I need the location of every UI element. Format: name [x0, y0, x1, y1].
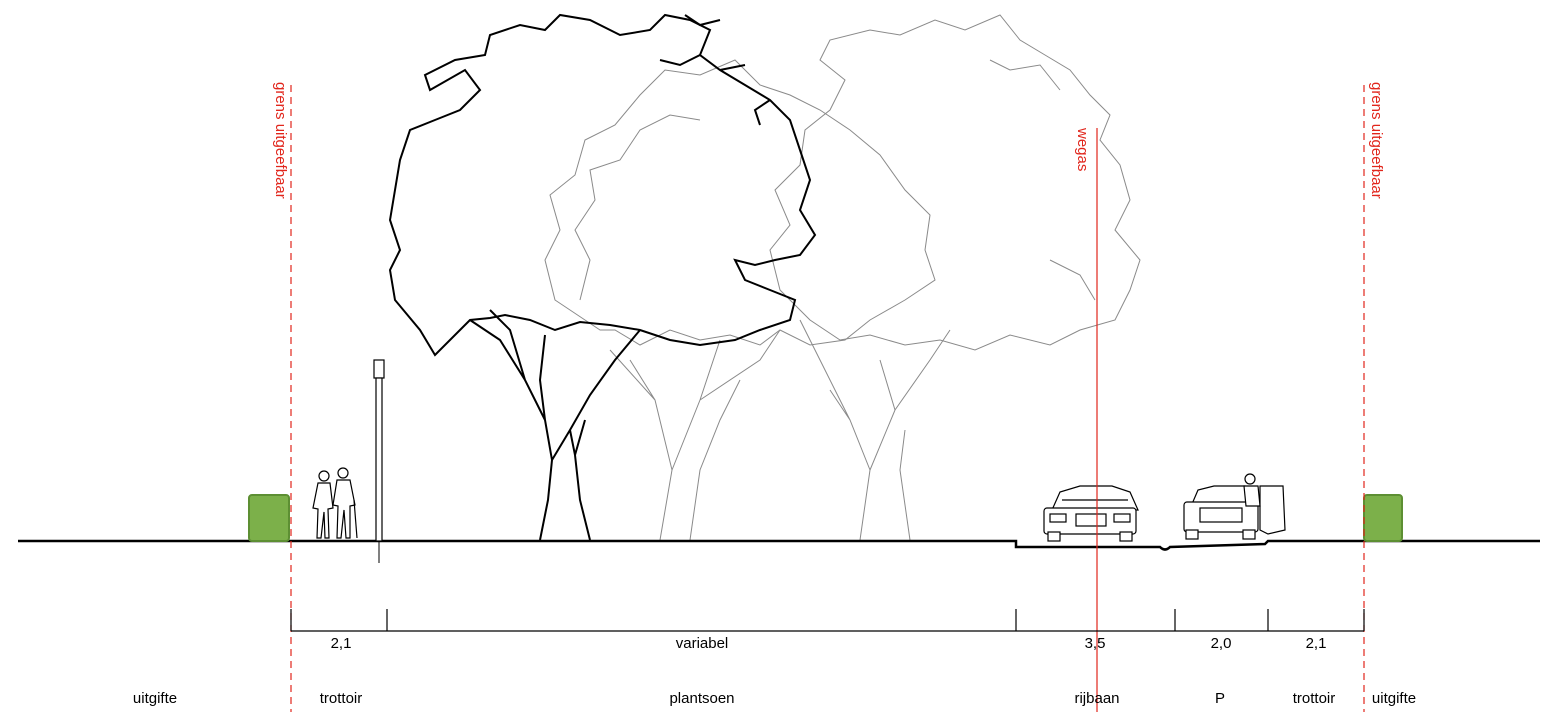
boundary-label-right: grens uitgeefbaar	[1368, 82, 1385, 199]
zone-trottoir-right: trottoir	[1292, 690, 1336, 707]
tree-icon	[769, 14, 1141, 541]
dim-rijbaan: 3,5	[1084, 635, 1106, 652]
boundary-label-left: grens uitgeefbaar	[272, 82, 289, 199]
boundary-lines	[290, 85, 1365, 712]
road-axis-label: wegas	[1074, 128, 1091, 172]
tree-icon	[544, 59, 936, 541]
street-lamp-icon	[373, 359, 385, 542]
car-icon	[1043, 485, 1139, 542]
hedge-icon	[248, 494, 290, 542]
zone-parking: P	[1214, 690, 1226, 707]
tree-icon	[388, 13, 817, 541]
ground-profile	[18, 539, 1540, 563]
dim-trottoir-right: 2,1	[1305, 635, 1327, 652]
zone-trottoir-left: trottoir	[319, 690, 363, 707]
zone-uitgifte-left: uitgifte	[132, 690, 178, 707]
dim-parking: 2,0	[1210, 635, 1232, 652]
hedge-icon	[1363, 494, 1403, 542]
zone-plantsoen: plantsoen	[669, 690, 735, 707]
parked-car-icon	[1183, 473, 1286, 540]
dim-trottoir-left: 2,1	[330, 635, 352, 652]
pedestrians-icon	[312, 467, 358, 539]
dim-plantsoen: variabel	[675, 635, 729, 652]
zone-uitgifte-right: uitgifte	[1371, 690, 1417, 707]
zone-rijbaan: rijbaan	[1074, 690, 1120, 707]
dimension-line	[290, 609, 1365, 632]
